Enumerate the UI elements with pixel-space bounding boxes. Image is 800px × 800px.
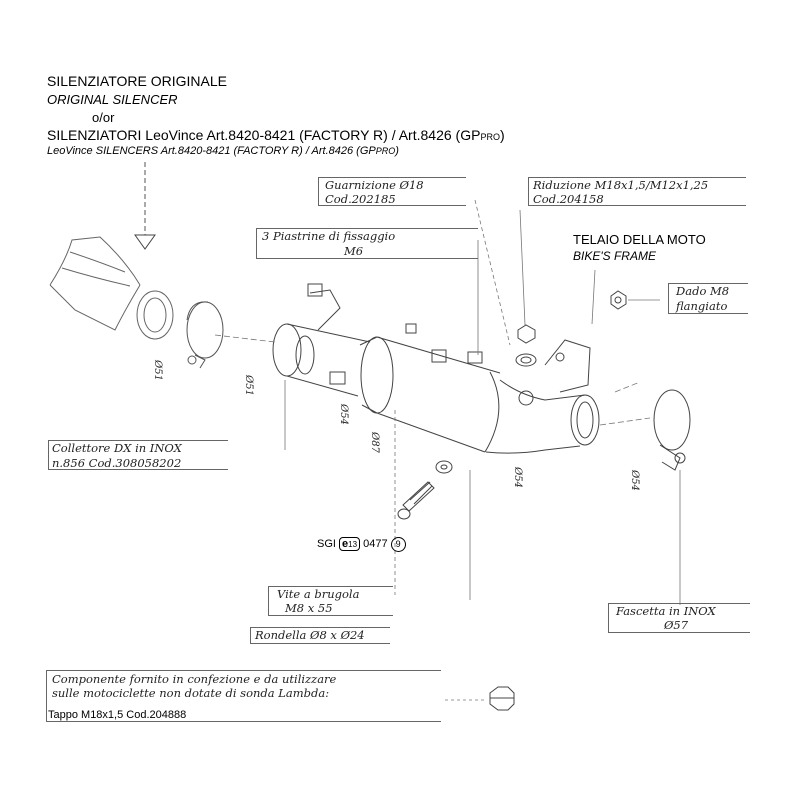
label-box-plates	[256, 228, 478, 259]
homologation-e-box: e13	[339, 537, 361, 551]
flanged-nut	[610, 290, 627, 310]
label-clamp-name: Fascetta in INOX	[616, 604, 716, 618]
label-reducer-code: Cod.204158	[533, 192, 604, 206]
silencer-body	[359, 336, 501, 453]
label-reducer-name: Riduzione M18x1,5/M12x1,25	[533, 178, 709, 192]
dim-collector-diameter: Ø54	[338, 404, 349, 425]
label-washer: Rondella Ø8 x Ø24	[255, 628, 365, 642]
collector-pipe	[272, 323, 371, 397]
label-screw-size: M8 x 55	[285, 601, 333, 615]
label-nut-type: flangiato	[676, 299, 728, 313]
label-plug: Tappo M18x1,5 Cod.204888	[48, 709, 187, 721]
outlet-clamp	[186, 301, 224, 369]
silencer-arrow-head	[134, 234, 156, 250]
label-component-line1: Componente fornito in confezione e da ut…	[52, 672, 337, 686]
label-component-line2: sulle motociclette non dotate di sonda L…	[52, 686, 330, 700]
label-clamp-size: Ø57	[664, 618, 689, 632]
homologation-e-number: 13	[348, 540, 358, 549]
frame-label-it: TELAIO DELLA MOTO	[573, 232, 706, 247]
header-line-original-it: SILENZIATORE ORIGINALE	[47, 73, 227, 89]
header-leovince-en-end: )	[395, 145, 399, 157]
dim-clamp-diameter: Ø54	[629, 470, 640, 491]
homologation-prefix: SGI	[317, 538, 336, 550]
homologation-code: 0477	[363, 538, 388, 550]
dim-body-diameter: Ø87	[369, 432, 380, 453]
frame-label-en: BIKE'S FRAME	[573, 249, 656, 263]
label-gasket-code: Cod.202185	[325, 192, 396, 206]
leader-lines	[214, 199, 681, 701]
dim-outlet-bend-diameter: Ø54	[512, 467, 523, 488]
label-plates-size: M6	[344, 244, 364, 258]
label-nut-name: Dado M8	[676, 284, 730, 298]
header-leovince-it-text: SILENZIATORI LeoVince Art.8420-8421 (FAC…	[47, 127, 481, 143]
label-gasket-name: Guarnizione Ø18	[325, 178, 424, 192]
header-leovince-en-text: LeoVince SILENCERS Art.8420-8421 (FACTOR…	[47, 145, 376, 157]
label-box-gasket	[318, 177, 466, 206]
header-line-leovince-it: SILENZIATORI LeoVince Art.8420-8421 (FAC…	[47, 127, 505, 143]
header-line-or: o/or	[92, 110, 115, 125]
label-box-screw	[268, 586, 393, 616]
label-box-clamp	[608, 603, 750, 633]
stainless-clamp	[653, 389, 691, 471]
header-leovince-it-end: )	[499, 127, 505, 143]
outlet-bend	[485, 379, 600, 454]
header-line-original-en: ORIGINAL SILENCER	[47, 92, 178, 107]
fixing-plates	[307, 283, 483, 385]
header-line-leovince-en: LeoVince SILENCERS Art.8420-8421 (FACTOR…	[47, 145, 399, 157]
label-box-collector	[48, 440, 228, 470]
header-leovince-en-pro: PRO	[375, 146, 396, 156]
original-silencer-outlet	[49, 236, 174, 340]
label-box-nut	[668, 283, 748, 314]
label-box-reducer	[528, 177, 746, 206]
washer	[435, 460, 453, 474]
label-screw-name: Vite a brugola	[277, 587, 360, 601]
label-plates-name: 3 Piastrine di fissaggio	[262, 229, 396, 243]
dim-outlet-diameter: Ø51	[152, 360, 163, 381]
label-collector-code: n.856 Cod.308058202	[52, 456, 182, 470]
label-box-component	[46, 670, 441, 722]
homologation-circled: 9	[390, 537, 406, 552]
lambda-plug	[489, 686, 515, 711]
header-leovince-it-pro: PRO	[480, 132, 500, 142]
homologation-e: e	[342, 538, 349, 550]
label-box-washer	[250, 627, 390, 644]
frame-bracket	[544, 339, 591, 393]
homologation-mark: SGI e13 0477 9	[317, 537, 406, 552]
reducer-gasket	[515, 324, 537, 367]
allen-screw	[397, 481, 435, 520]
label-collector-name: Collettore DX in INOX	[52, 441, 182, 455]
dim-collector-inlet-diameter: Ø51	[243, 375, 254, 396]
